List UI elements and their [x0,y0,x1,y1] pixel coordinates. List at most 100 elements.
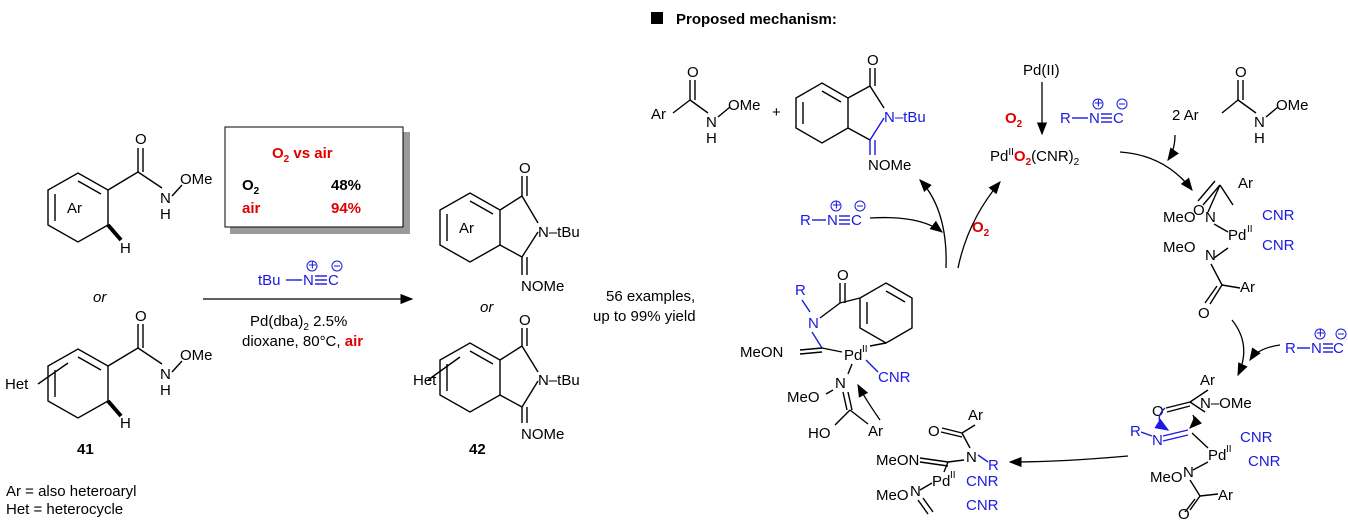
reagent-isocyanide: tBu N + C [258,257,343,289]
svg-text:OMe: OMe [180,347,213,364]
o2-label-top: O2 [1005,110,1023,130]
svg-text:N: N [303,272,314,289]
footnote-het: Het = heterocycle [6,501,123,518]
cycle-arrow-1 [1119,151,1193,192]
svg-text:Het: Het [5,376,29,393]
svg-text:HO: HO [808,425,831,442]
svg-text:O: O [519,160,531,177]
svg-text:OMe: OMe [1276,97,1309,114]
svg-text:C: C [328,272,339,289]
or-left: or [93,289,107,306]
svg-text:MeO: MeO [876,487,909,504]
svg-text:+: + [832,197,841,214]
svg-text:O: O [1152,403,1164,420]
svg-text:Ar: Ar [968,407,983,424]
scope-yield: up to 99% yield [593,308,696,325]
svg-text:N: N [1205,209,1216,226]
svg-text:Ar: Ar [1200,372,1215,389]
svg-text:CNR: CNR [1262,207,1295,224]
svg-text:MeO: MeO [1150,469,1183,486]
svg-text:NOMe: NOMe [521,278,564,295]
cycle-arrow-3 [1008,455,1129,468]
svg-text:N: N [1089,110,1100,127]
svg-text:Ar: Ar [67,200,82,217]
product-aryl: Ar O N–tBu NOMe [439,160,580,295]
svg-text:OMe: OMe [728,97,761,114]
cycle-arrow-4 [857,383,881,421]
svg-text:MeON: MeON [876,452,919,469]
svg-text:Pd: Pd [844,347,862,364]
box-row2-value: 94% [331,200,361,217]
svg-text:CNR: CNR [1262,237,1295,254]
svg-text:N–OMe: N–OMe [1200,395,1252,412]
svg-text:R: R [800,212,811,229]
isocyanide-right: R N + C [1285,325,1347,357]
svg-text:O: O [1235,64,1247,81]
svg-text:MeO: MeO [1163,209,1196,226]
svg-text:N: N [160,366,171,383]
svg-text:Pd: Pd [932,473,950,490]
isocyanide-left-arrow [869,216,944,233]
svg-text:OMe: OMe [180,171,213,188]
svg-text:NOMe: NOMe [521,426,564,443]
svg-text:Pd: Pd [1228,227,1246,244]
svg-text:tBu: tBu [258,272,281,289]
svg-text:+: + [308,257,317,274]
mechanism-product: O N–tBu NOMe [795,52,926,174]
pd-o2-complex: PdIIO2(CNR)2 [990,147,1080,168]
svg-text:R: R [1130,423,1141,440]
svg-text:R: R [1285,340,1296,357]
header-bullet [651,12,663,24]
svg-text:O: O [687,64,699,81]
footnote-ar: Ar = also heteroaryl [6,483,136,500]
starting-material-heteroaryl: Het O N H OMe H [5,308,213,432]
svg-text:NOMe: NOMe [868,157,911,174]
scope-examples: 56 examples, [606,288,695,305]
svg-text:N: N [706,114,717,131]
svg-text:CNR: CNR [1240,429,1273,446]
or-right: or [480,299,494,316]
header-title: Proposed mechanism: [676,11,837,28]
svg-text:R: R [795,282,806,299]
svg-text:Ar: Ar [1218,487,1233,504]
svg-text:H: H [706,130,717,147]
svg-text:O: O [837,267,849,284]
svg-text:II: II [1226,444,1232,455]
svg-text:CNR: CNR [878,369,911,386]
svg-text:II: II [1247,224,1253,235]
svg-text:Ar: Ar [868,423,883,440]
svg-text:H: H [120,240,131,257]
box-row1-label: O2 [242,177,260,197]
svg-text:Pd: Pd [1208,447,1226,464]
svg-text:N: N [1311,340,1322,357]
svg-text:Ar: Ar [459,220,474,237]
svg-text:O: O [867,52,879,69]
svg-text:N: N [827,212,838,229]
svg-text:N: N [1152,432,1163,449]
svg-text:N–tBu: N–tBu [538,224,580,241]
svg-text:H: H [1254,130,1265,147]
o2-label-cycle: O2 [972,219,990,239]
svg-text:Het: Het [413,372,437,389]
compound-label-41: 41 [77,441,94,458]
pd-amidine-intermediate: Ar O N R MeON Pd II CNR CNR MeO N [876,407,999,515]
isocyanide-left: R N + C [800,197,866,229]
svg-text:O: O [519,312,531,329]
cycle-arrow-2 [1231,319,1248,377]
svg-text:N–tBu: N–tBu [884,109,926,126]
svg-text:N: N [835,375,846,392]
svg-text:Ar: Ar [1238,175,1253,192]
svg-text:O: O [1178,506,1190,521]
isocyanide-top: R N + C [1060,95,1128,127]
svg-text:C: C [1113,110,1124,127]
condition-solvent: dioxane, 80°C, air [242,333,363,350]
svg-text:N: N [160,190,171,207]
box-title: O2 vs air [272,145,333,165]
starting-material-aryl: Ar O N H OMe H [47,131,213,257]
svg-text:Ar: Ar [651,106,666,123]
cycle-arrow-amide-in [1167,134,1179,162]
box-row1-value: 48% [331,177,361,194]
svg-text:C: C [851,212,862,229]
svg-text:N: N [808,315,819,332]
